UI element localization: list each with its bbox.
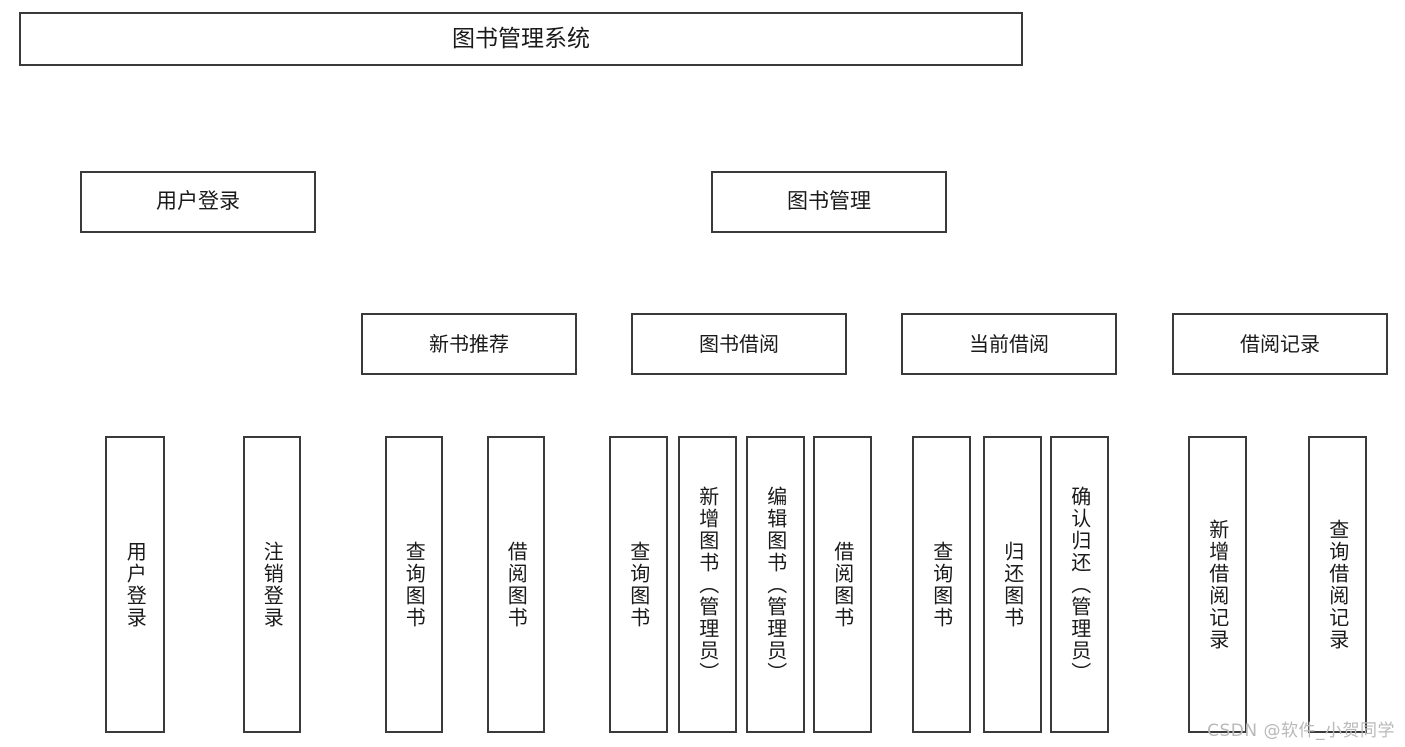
node-leaf-query-book-1[interactable]: 查询图书 [385, 436, 443, 733]
node-leaf-query-record[interactable]: 查询借阅记录 [1308, 436, 1367, 733]
node-leaf-confirm-return-label: 确认归还（管理员） [1067, 485, 1092, 684]
node-root[interactable]: 图书管理系统 [19, 12, 1023, 66]
node-leaf-query-book-1-label: 查询图书 [402, 540, 427, 629]
node-book-manage-label: 图书管理 [787, 189, 871, 214]
node-leaf-logout[interactable]: 注销登录 [243, 436, 301, 733]
node-current-borrow[interactable]: 当前借阅 [901, 313, 1117, 375]
node-leaf-query-record-label: 查询借阅记录 [1325, 518, 1350, 651]
node-book-manage[interactable]: 图书管理 [711, 171, 947, 233]
node-leaf-borrow-book-2[interactable]: 借阅图书 [813, 436, 872, 733]
watermark: CSDN @软件_小贺同学 [1207, 721, 1395, 741]
node-borrow-record-label: 借阅记录 [1240, 331, 1320, 356]
node-leaf-user-login[interactable]: 用户登录 [105, 436, 165, 733]
node-user-login-label: 用户登录 [156, 189, 240, 214]
node-leaf-query-book-3-label: 查询图书 [929, 540, 954, 629]
node-leaf-return-book-label: 归还图书 [1000, 540, 1025, 629]
node-leaf-user-login-label: 用户登录 [123, 540, 148, 629]
node-leaf-query-book-2-label: 查询图书 [626, 540, 651, 629]
node-leaf-query-book-3[interactable]: 查询图书 [912, 436, 971, 733]
node-leaf-borrow-book-2-label: 借阅图书 [830, 540, 855, 629]
node-leaf-logout-label: 注销登录 [260, 540, 285, 629]
node-borrow-record[interactable]: 借阅记录 [1172, 313, 1388, 375]
node-book-borrow[interactable]: 图书借阅 [631, 313, 847, 375]
node-user-login[interactable]: 用户登录 [80, 171, 316, 233]
node-leaf-borrow-book-1-label: 借阅图书 [504, 540, 529, 629]
node-leaf-confirm-return[interactable]: 确认归还（管理员） [1050, 436, 1109, 733]
node-leaf-add-book-label: 新增图书（管理员） [695, 485, 720, 684]
node-book-borrow-label: 图书借阅 [699, 331, 779, 356]
node-new-book-recommend-label: 新书推荐 [429, 331, 509, 356]
node-leaf-borrow-book-1[interactable]: 借阅图书 [487, 436, 545, 733]
node-leaf-add-book[interactable]: 新增图书（管理员） [678, 436, 737, 733]
node-root-label: 图书管理系统 [452, 25, 590, 52]
node-leaf-return-book[interactable]: 归还图书 [983, 436, 1042, 733]
node-leaf-add-record-label: 新增借阅记录 [1205, 518, 1230, 651]
node-new-book-recommend[interactable]: 新书推荐 [361, 313, 577, 375]
node-leaf-add-record[interactable]: 新增借阅记录 [1188, 436, 1247, 733]
node-leaf-edit-book-label: 编辑图书（管理员） [763, 485, 788, 684]
node-leaf-query-book-2[interactable]: 查询图书 [609, 436, 668, 733]
node-leaf-edit-book[interactable]: 编辑图书（管理员） [746, 436, 805, 733]
node-current-borrow-label: 当前借阅 [969, 331, 1049, 356]
